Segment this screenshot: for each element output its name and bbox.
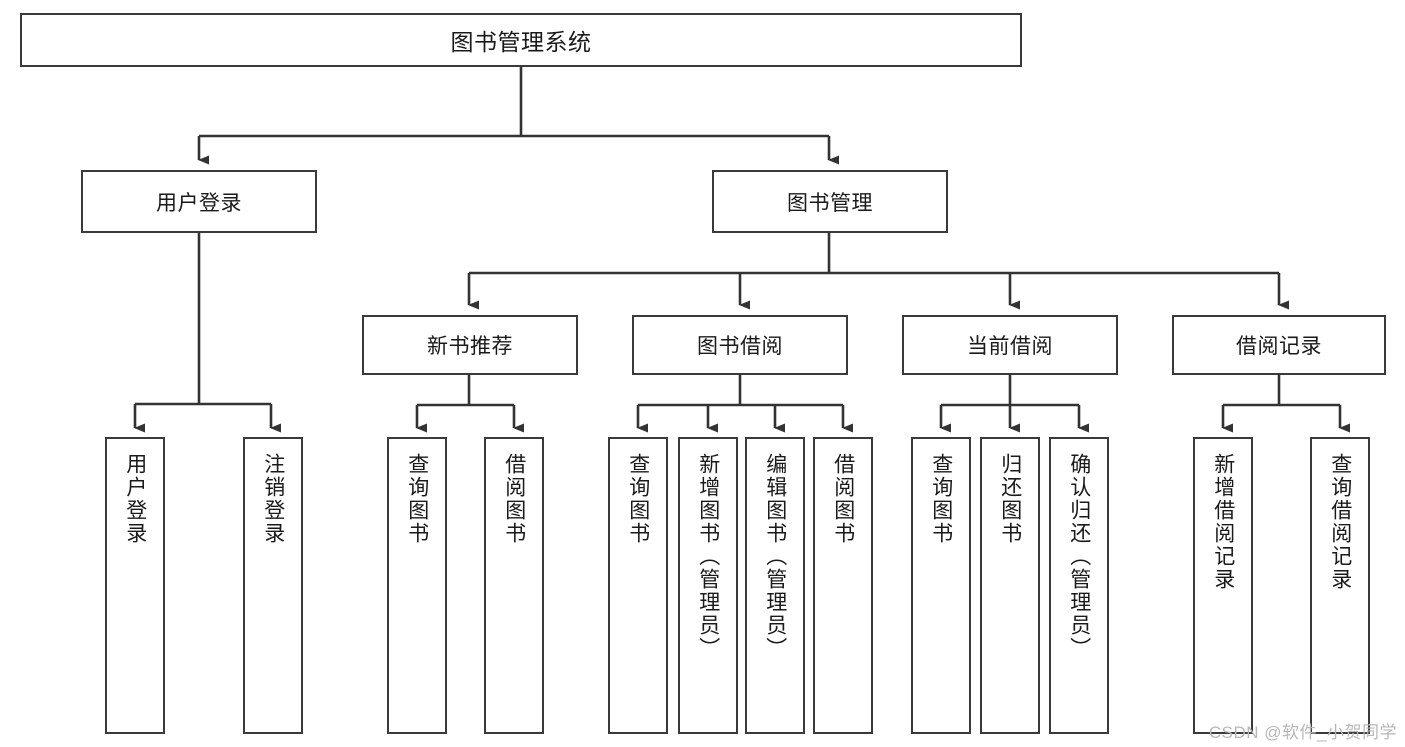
node-leaf-query-borrow-record: 查询借阅记录 [1310,437,1370,734]
node-leaf-return-book-label: 归还图书 [998,453,1022,545]
node-root-system-label: 图书管理系统 [450,29,592,55]
node-book-borrow: 图书借阅 [632,315,848,375]
node-book-manage-label: 图书管理 [787,191,873,215]
node-leaf-borrow-book-2: 借阅图书 [813,437,873,734]
node-root-system: 图书管理系统 [20,13,1022,67]
node-leaf-logout-login: 注销登录 [243,437,303,734]
node-leaf-add-book-label: 新增图书（管理员） [696,453,720,660]
node-current-borrow: 当前借阅 [902,315,1118,375]
node-leaf-query-book-1: 查询图书 [387,437,447,734]
node-borrow-record-label: 借阅记录 [1236,335,1322,358]
node-new-book-recommend-label: 新书推荐 [427,335,513,358]
node-leaf-user-login-label: 用户登录 [123,453,147,545]
node-leaf-add-borrow-record-label: 新增借阅记录 [1211,453,1235,591]
node-leaf-edit-book: 编辑图书（管理员） [745,437,805,734]
node-leaf-query-book-2: 查询图书 [608,437,668,734]
node-leaf-borrow-book-1: 借阅图书 [484,437,544,734]
node-book-borrow-label: 图书借阅 [697,335,783,358]
node-new-book-recommend: 新书推荐 [362,315,578,375]
node-leaf-borrow-book-1-label: 借阅图书 [502,453,526,545]
node-leaf-confirm-return: 确认归还（管理员） [1049,437,1109,734]
node-leaf-logout-login-label: 注销登录 [261,453,285,545]
node-borrow-record: 借阅记录 [1172,315,1386,375]
csdn-watermark: CSDN @软件_小贺同学 [1208,723,1397,742]
node-leaf-borrow-book-2-label: 借阅图书 [831,453,855,545]
node-user-login: 用户登录 [81,170,317,233]
node-leaf-edit-book-label: 编辑图书（管理员） [763,453,787,660]
node-leaf-query-book-3: 查询图书 [911,437,971,734]
node-leaf-query-book-3-label: 查询图书 [929,453,953,545]
node-leaf-add-borrow-record: 新增借阅记录 [1193,437,1253,734]
node-leaf-query-book-1-label: 查询图书 [405,453,429,545]
node-leaf-return-book: 归还图书 [980,437,1040,734]
node-leaf-confirm-return-label: 确认归还（管理员） [1067,453,1091,660]
node-leaf-query-book-2-label: 查询图书 [626,453,650,545]
node-leaf-user-login: 用户登录 [105,437,165,734]
node-leaf-query-borrow-record-label: 查询借阅记录 [1328,453,1352,591]
node-current-borrow-label: 当前借阅 [967,335,1053,358]
node-leaf-add-book: 新增图书（管理员） [678,437,738,734]
node-book-manage: 图书管理 [712,170,948,233]
node-user-login-label: 用户登录 [156,191,242,215]
